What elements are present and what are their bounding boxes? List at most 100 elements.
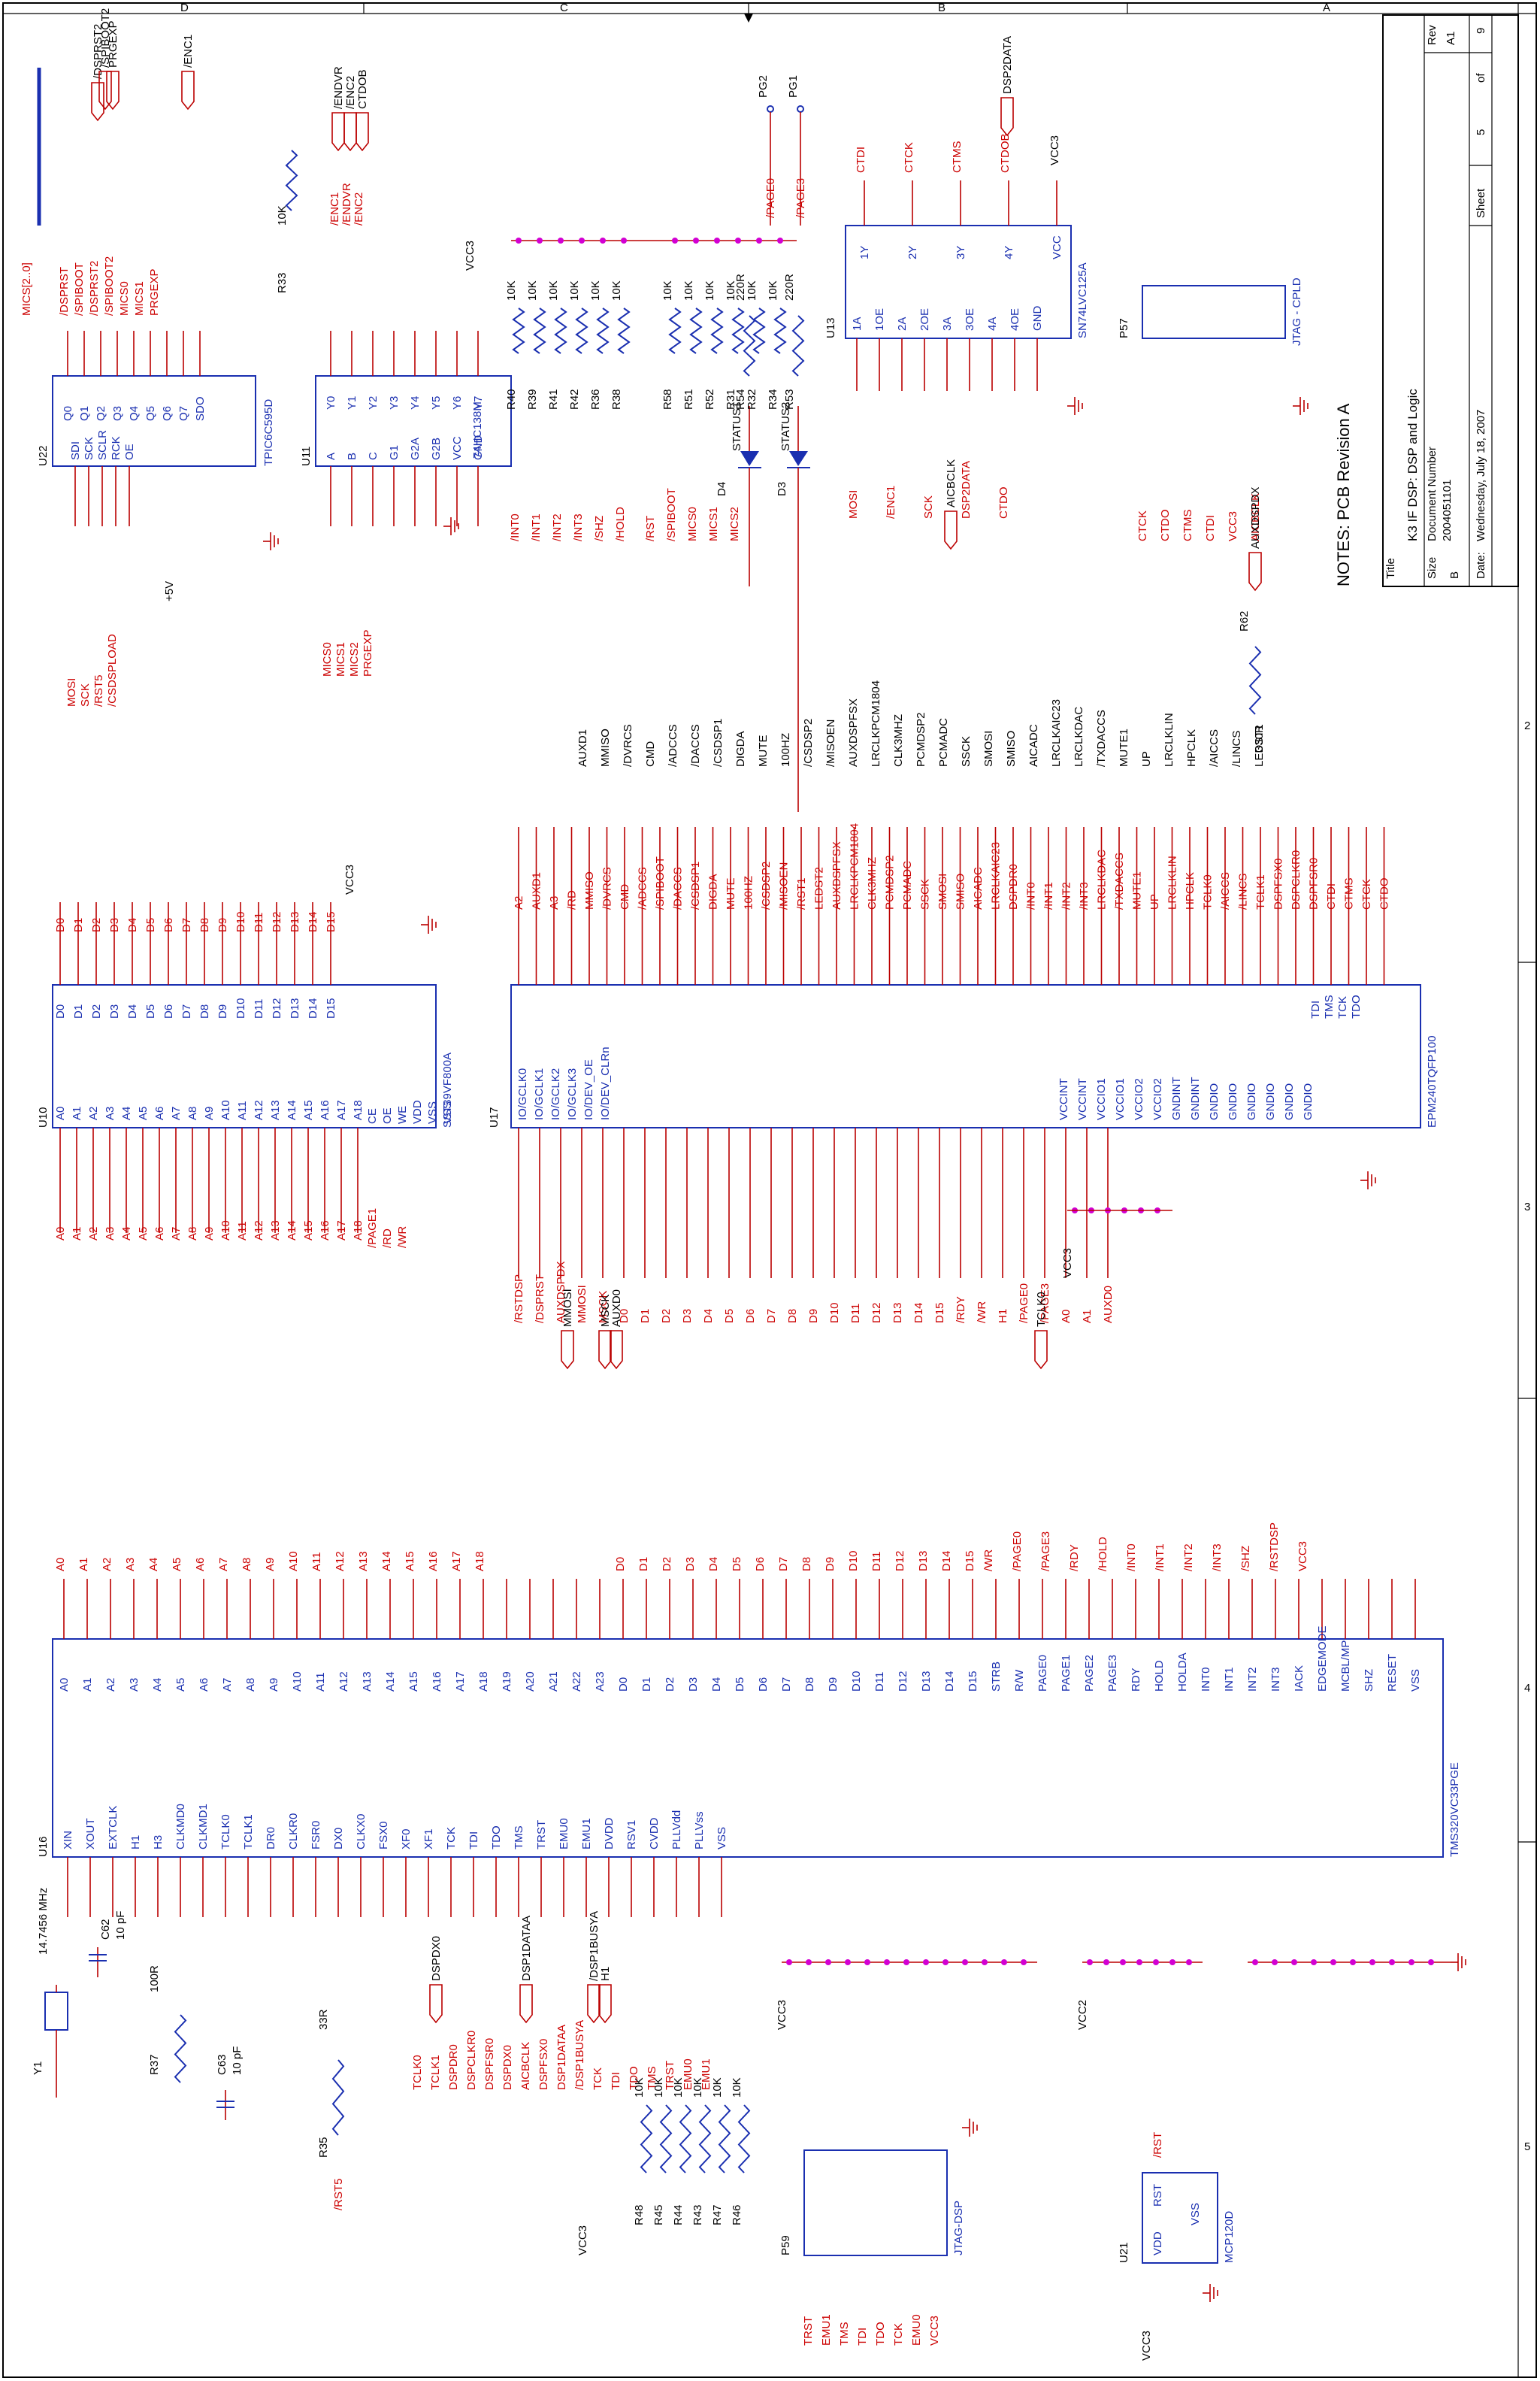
u16-left-name-13-text: CLKX0	[355, 1813, 368, 1849]
pullup-ref-0-text: R40	[505, 389, 518, 410]
u16-ctrlnet-2-text: /PAGE3	[1039, 1531, 1052, 1571]
pullup-net-5-text: /HOLD	[614, 507, 627, 541]
r35-resistor	[331, 2059, 345, 2136]
u10-addrnet-8: A8	[186, 1227, 199, 1240]
u16-right-name-4: A4	[151, 1678, 164, 1692]
u17-left-23: /TXDACCS	[1095, 710, 1108, 767]
u13-pinname-b0-text: 1A	[851, 317, 864, 331]
u17-bot-net-2: AUXDSPDX	[555, 1261, 567, 1323]
u11-pinname-gnd-text: GND	[472, 435, 485, 461]
u17-bot-net-6: D1	[639, 1309, 652, 1323]
u17-pwr-1-text: VCCINT	[1076, 1078, 1089, 1120]
u10-ctrl-1: OE	[381, 1107, 394, 1124]
u17-left-7: DIGDA	[734, 731, 747, 767]
u17-left-29-text: /LINCS	[1230, 731, 1243, 767]
u17-top-net-32-text: /INT3	[1078, 882, 1091, 910]
u16-ctrlnet-11: VCC3	[1296, 1541, 1309, 1571]
u16-datanet-9: D9	[824, 1557, 837, 1571]
crystal-freq: 14.7456 MHz	[37, 1888, 50, 1955]
u17-bot-net-25-text: /PAGE3	[1039, 1283, 1051, 1323]
u13-net-0-text: CTDI	[855, 147, 867, 173]
u10-data-8: D8	[198, 1004, 211, 1019]
pullup-value-1: 10K	[526, 280, 539, 301]
u16-cvdd-jn-0	[1087, 1959, 1093, 1965]
pullup-value-10: 10K	[746, 280, 758, 301]
pullup-r36	[596, 307, 610, 354]
u17-top-net-20: CLK3MHZ	[866, 857, 879, 910]
u10-data-2: D2	[90, 1004, 103, 1019]
u16-addrnet-5-text: A5	[171, 1558, 183, 1571]
u16-right-name-39: D15	[967, 1671, 979, 1692]
u16-ctrlnet-8: /INT3	[1211, 1543, 1224, 1571]
pullup-ref-6: R58	[661, 389, 674, 410]
u17-bot-net-20-text: D15	[933, 1302, 946, 1323]
u11-net-2: /ENC2	[352, 192, 365, 226]
u10-datanet-2-text: D2	[90, 918, 103, 932]
offpage-label-0: /DSPRST2	[92, 24, 104, 79]
u11-pinname-g2b-text: G2B	[430, 438, 443, 460]
u17-bot-net-9-text: D4	[702, 1309, 715, 1323]
u16-addrnet-6-text: A6	[194, 1558, 207, 1571]
bottom-ref-4: R47	[711, 2204, 724, 2225]
u16-vss-jn-9	[1428, 1959, 1434, 1965]
u17-pwr-3: VCCIO1	[1114, 1078, 1127, 1120]
u10-addr-10-text: A10	[219, 1100, 232, 1120]
u16-right-name-45-text: PAGE3	[1106, 1655, 1119, 1692]
pullup-net-3: /INT3	[572, 513, 585, 541]
bottom-val-2: 10K	[672, 2077, 685, 2098]
u16-left-name-3-text: H1	[129, 1835, 142, 1849]
pullup-r40	[512, 307, 525, 354]
u16-dvdd-jn-11	[1001, 1959, 1007, 1965]
p59-net-7: VCC3	[928, 2316, 941, 2346]
u11-pinname-a: A	[325, 453, 337, 460]
u16-ctrlnet-4-text: /HOLD	[1097, 1537, 1109, 1571]
u13-net-3-text: CTDOB	[999, 134, 1012, 174]
offpage-connector-7	[1000, 97, 1014, 137]
u16-right-name-3: A3	[128, 1678, 141, 1692]
u17-bot-net-17: D12	[870, 1302, 883, 1323]
offpage-label-10-text: MMOSI	[561, 1289, 574, 1327]
u17-top-net-9-text: /DACCS	[672, 867, 685, 910]
u16-left-name-29-text: VSS	[716, 1827, 728, 1849]
pullup-net-5: /HOLD	[614, 507, 627, 541]
u10-addrnet-12: A12	[253, 1220, 265, 1240]
u17-left-5: /DACCS	[689, 724, 702, 767]
u17-jtag-2-text: TCK	[1336, 996, 1349, 1019]
u17-top-net-46-text: CTDI	[1325, 883, 1338, 910]
u16-right-name-56: SHZ	[1363, 1669, 1375, 1692]
u17-pwr-5: VCCIO2	[1151, 1078, 1164, 1120]
pullup-junction-4	[600, 238, 606, 244]
u16-right-name-44: PAGE2	[1083, 1655, 1096, 1692]
u21-body	[1142, 2172, 1218, 2264]
u10-addrnet-0-text: A0	[54, 1227, 67, 1240]
rev-label: Rev	[1426, 25, 1439, 45]
u17-bot-net-21: /RDY	[955, 1296, 967, 1323]
pullup-value-2-text: 10K	[547, 280, 560, 301]
u16-right-name-32-text: D8	[803, 1677, 816, 1692]
u17-top-net-30: /INT1	[1042, 882, 1055, 910]
u10-datanet-14: D14	[307, 911, 319, 932]
u10-addrnet-8-text: A8	[186, 1227, 199, 1240]
u11-pinname-y0-text: Y0	[325, 396, 337, 410]
u13-pinname-b4-text: 3A	[941, 317, 954, 331]
u16-ctrlnet-5: /INT0	[1125, 1543, 1138, 1571]
bottom-ref-1: R45	[652, 2204, 665, 2225]
pullup-ref-2: R41	[547, 389, 560, 410]
u16-left-name-8-text: TCLK1	[242, 1814, 255, 1849]
u11-pinname-y1: Y1	[346, 396, 359, 410]
u16-left-name-15: XF0	[400, 1828, 413, 1849]
u10-addr-12-text: A12	[253, 1100, 265, 1120]
p57-net-2: CTMS	[1181, 510, 1194, 542]
u10-datanet-13: D13	[289, 911, 301, 932]
u11-pinname-y5: Y5	[430, 396, 443, 410]
offpage-connector-0	[91, 82, 104, 122]
u17-bot-net-23: H1	[997, 1309, 1009, 1323]
pullup-net-0-text: /INT0	[509, 513, 522, 541]
u16-left-name-14-text: FSX0	[377, 1821, 390, 1849]
u17-top-net-2: A3	[548, 896, 561, 910]
u13-net-b3-text: DSP2DATA	[960, 461, 973, 519]
u16-left-name-11: FSR0	[310, 1821, 322, 1849]
u16-left-name-9: DR0	[265, 1827, 277, 1849]
u13-pinname-b0: 1A	[851, 317, 864, 331]
